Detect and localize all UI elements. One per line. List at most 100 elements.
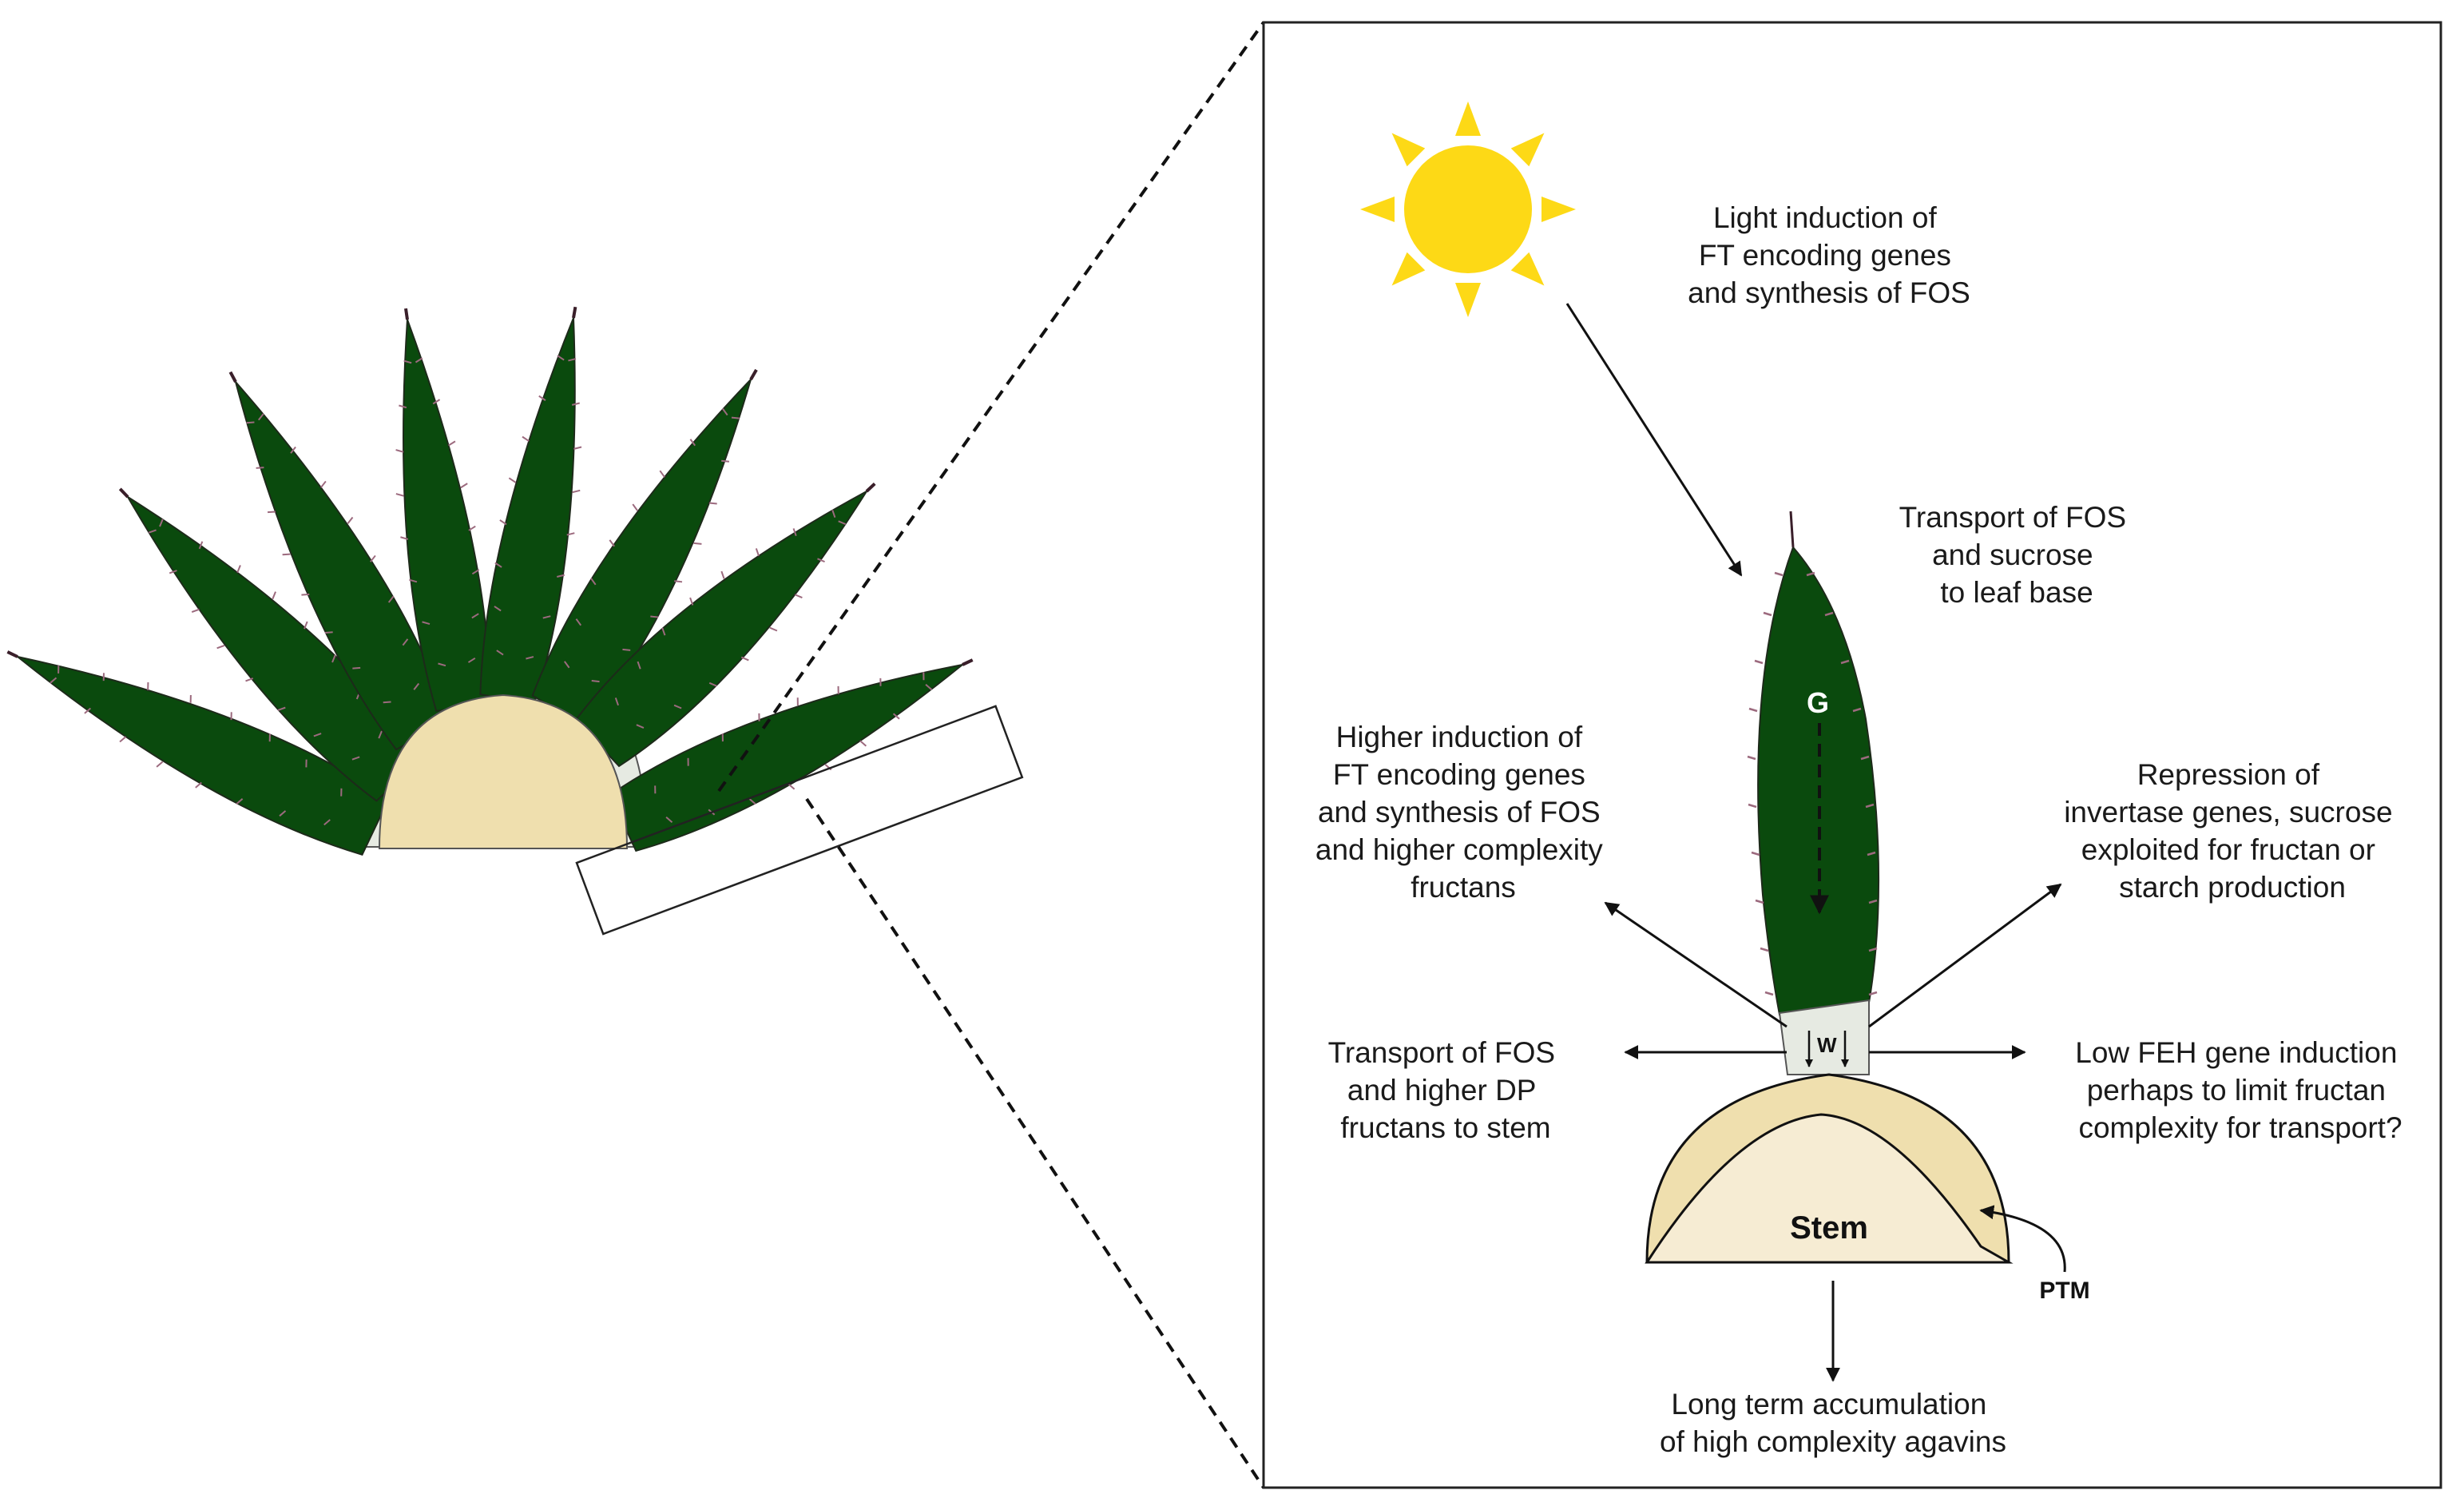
leaf-spine xyxy=(413,682,420,690)
leaf-spine xyxy=(468,525,476,531)
leaf-spine xyxy=(1852,707,1862,713)
leaf-spine xyxy=(769,626,778,632)
leaf-spine xyxy=(347,516,354,524)
leaf-spine xyxy=(400,536,409,540)
label-long-term: Long term accumulation of high complexit… xyxy=(1660,1388,2006,1458)
leaf-spine xyxy=(494,562,502,568)
leaf-spine xyxy=(1747,755,1756,761)
leaf-tip-spine xyxy=(749,368,758,381)
leaf-spine xyxy=(471,613,479,619)
leaf-spine xyxy=(432,399,441,405)
leaf-spine xyxy=(661,627,666,636)
leaf-spine xyxy=(1748,707,1758,713)
leaf-spine xyxy=(526,656,534,660)
plant-leaf xyxy=(609,664,963,852)
stem-inner xyxy=(1645,1113,2014,1264)
plant-leaf xyxy=(531,379,752,728)
leaf-spine xyxy=(351,756,360,761)
leaf-spine xyxy=(1868,899,1878,904)
leaf-spine xyxy=(693,542,702,545)
leaf-spine xyxy=(119,736,127,743)
leaf-white-zone xyxy=(1778,999,1870,1075)
leaf-spine xyxy=(590,578,597,586)
leaf-spine xyxy=(571,402,580,406)
leaf-tip-spine xyxy=(865,482,876,493)
plant-leaf xyxy=(574,489,869,768)
leaf-spine xyxy=(331,654,336,663)
plant-leaf xyxy=(479,317,576,705)
leaf-spine xyxy=(84,707,92,714)
leaf-tip-spine xyxy=(118,487,129,499)
leaf-spine xyxy=(637,661,641,670)
label-low-feh: Low FEH gene induction perhaps to limit … xyxy=(2075,1036,2405,1144)
leaf-spine xyxy=(282,553,291,556)
sun-icon xyxy=(1360,101,1576,317)
leaf-spine xyxy=(1748,803,1757,809)
leaf-spine xyxy=(1764,991,1774,996)
sun-ray xyxy=(1541,197,1576,222)
leaf-spine xyxy=(499,519,507,526)
leaf-tip-spine xyxy=(228,371,237,383)
leaf-spine xyxy=(236,565,241,574)
ptm-label: PTM xyxy=(2039,1278,2089,1304)
leaf-spine xyxy=(557,355,565,361)
leaf-spine xyxy=(1840,659,1850,665)
leaf-spine xyxy=(494,606,502,612)
leaf-spine xyxy=(708,681,717,687)
leaf-spine xyxy=(409,578,418,583)
leaf-spine xyxy=(324,631,333,634)
leaf-spine xyxy=(636,724,645,729)
leaf-spine xyxy=(216,645,225,650)
leaf-spine xyxy=(290,446,296,454)
leaf-spine xyxy=(755,548,760,557)
leaf-spine xyxy=(573,446,582,450)
leaf-spine xyxy=(50,677,58,684)
higher-induction-arrow xyxy=(1604,901,1787,1028)
leaf-spine xyxy=(1868,991,1878,996)
leaf-spine xyxy=(659,470,665,478)
leaf-spine xyxy=(788,783,796,790)
sun-ray xyxy=(1455,101,1481,136)
leaf-tip-spine xyxy=(962,658,974,666)
leaf-spine xyxy=(460,483,468,489)
label-light-induction: Light induction of FT encoding genes and… xyxy=(1688,201,1970,309)
leaf-spine xyxy=(1860,755,1870,761)
leaf-spine xyxy=(817,558,825,563)
leaf-spine xyxy=(522,435,530,442)
leaf-spine xyxy=(689,439,696,447)
leaf-spine xyxy=(387,595,395,603)
plant-leaf xyxy=(402,319,491,712)
leaf-spine xyxy=(256,467,264,469)
leaf-spine xyxy=(395,493,404,497)
leaf-spine xyxy=(1868,947,1878,952)
leaf-spine xyxy=(1806,571,1815,577)
leaf-spine xyxy=(395,449,404,453)
leaf-spine xyxy=(673,704,682,709)
leaf-spine xyxy=(169,570,177,574)
leaf-spine xyxy=(245,678,254,682)
leaf-spine xyxy=(320,480,327,488)
leaf-spine xyxy=(148,529,157,534)
leaf-spine xyxy=(383,701,391,704)
leaf-spine xyxy=(721,459,730,463)
leaf-spine xyxy=(665,816,673,823)
label-higher-induction: Higher induction of FT encoding genes an… xyxy=(1315,721,1611,904)
leaf-spine xyxy=(448,440,456,447)
leaf-spine xyxy=(1867,851,1876,856)
agave-plant xyxy=(6,306,1024,936)
leaf-spine xyxy=(279,810,287,817)
leaf-spine xyxy=(399,404,407,409)
leaf-spine xyxy=(403,360,412,364)
leaf-spine xyxy=(304,621,308,630)
leaf-spine xyxy=(538,395,546,401)
leaf-spine xyxy=(1751,851,1760,856)
stem-detail xyxy=(1645,1073,2014,1264)
leaf-spine xyxy=(402,638,409,646)
leaf-spine xyxy=(740,656,749,662)
leaf-spine xyxy=(892,713,900,720)
leaf-spine xyxy=(1754,659,1764,665)
leaf-spine xyxy=(1774,571,1784,577)
sun-ray xyxy=(1510,133,1545,167)
leaf-spine xyxy=(632,503,638,511)
